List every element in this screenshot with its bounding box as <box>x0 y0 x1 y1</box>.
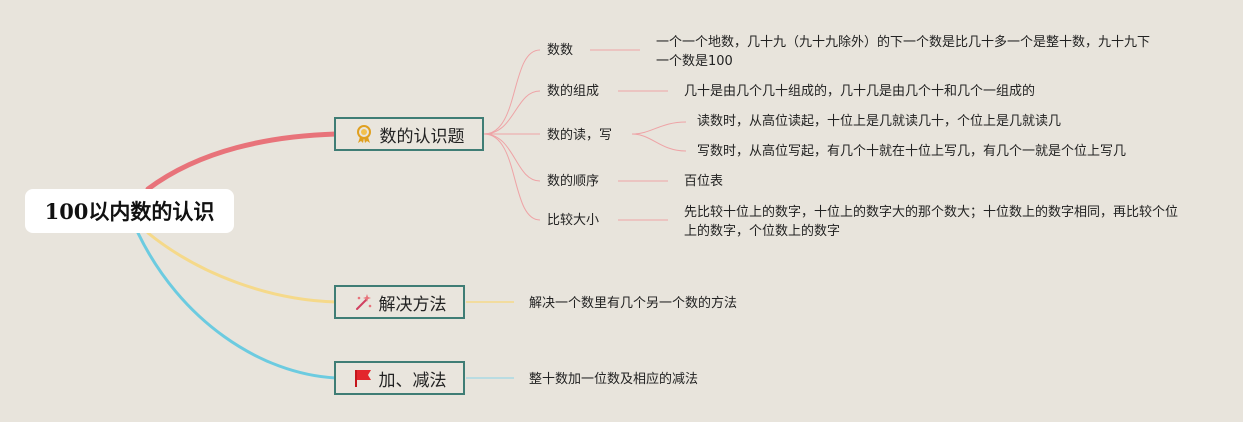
magic-wand-icon <box>353 292 373 312</box>
topic-solution-method[interactable]: 解决方法 <box>334 285 465 319</box>
detail-reading: 读数时，从高位读起，十位上是几就读几十，个位上是几就读几 <box>697 114 1062 129</box>
link-sub3-detail2 <box>631 133 687 152</box>
detail-composition: 几十是由几个几十组成的，几十几是由几个十和几个一组成的 <box>684 84 1036 99</box>
link-b1-sub4 <box>483 133 541 182</box>
link-root-branch2 <box>146 231 338 304</box>
link-root-branch3 <box>136 231 338 380</box>
topic-label: 解决方法 <box>378 294 447 315</box>
subtopic-compare[interactable]: 比较大小 <box>547 213 600 228</box>
link-b1-sub2 <box>483 90 541 135</box>
topic-addition-subtraction[interactable]: 加、减法 <box>334 361 465 395</box>
award-badge-icon <box>354 124 374 144</box>
topic-label: 数的认识题 <box>379 126 465 147</box>
detail-addition-subtraction: 整十数加一位数及相应的减法 <box>529 372 699 387</box>
red-flag-icon <box>353 368 373 388</box>
subtopic-counting[interactable]: 数数 <box>547 43 574 58</box>
link-b1-sub1 <box>483 49 541 135</box>
detail-order: 百位表 <box>684 174 724 189</box>
subtopic-read-write[interactable]: 数的读，写 <box>547 128 613 143</box>
subtopic-order[interactable]: 数的顺序 <box>547 174 600 189</box>
detail-solution-method: 解决一个数里有几个另一个数的方法 <box>529 296 738 311</box>
topic-label: 加、减法 <box>378 370 447 391</box>
detail-counting: 一个一个地数，几十九（九十九除外）的下一个数是比几十多一个是整十数，九十九下一个… <box>656 35 1151 69</box>
root-topic[interactable]: 100以内数的认识 <box>25 189 234 233</box>
link-sub3-detail1 <box>631 121 687 135</box>
link-root-branch1 <box>145 131 339 192</box>
topic-number-recognition[interactable]: 数的认识题 <box>334 117 484 151</box>
root-topic-label: 100以内数的认识 <box>44 199 215 224</box>
detail-compare: 先比较十位上的数字，十位上的数字大的那个数大；十位数上的数字相同，再比较个位上的… <box>684 205 1179 239</box>
subtopic-composition[interactable]: 数的组成 <box>547 84 600 99</box>
link-b1-sub5 <box>483 133 541 221</box>
detail-writing: 写数时，从高位写起，有几个十就在十位上写几，有几个一就是个位上写几 <box>697 144 1127 159</box>
